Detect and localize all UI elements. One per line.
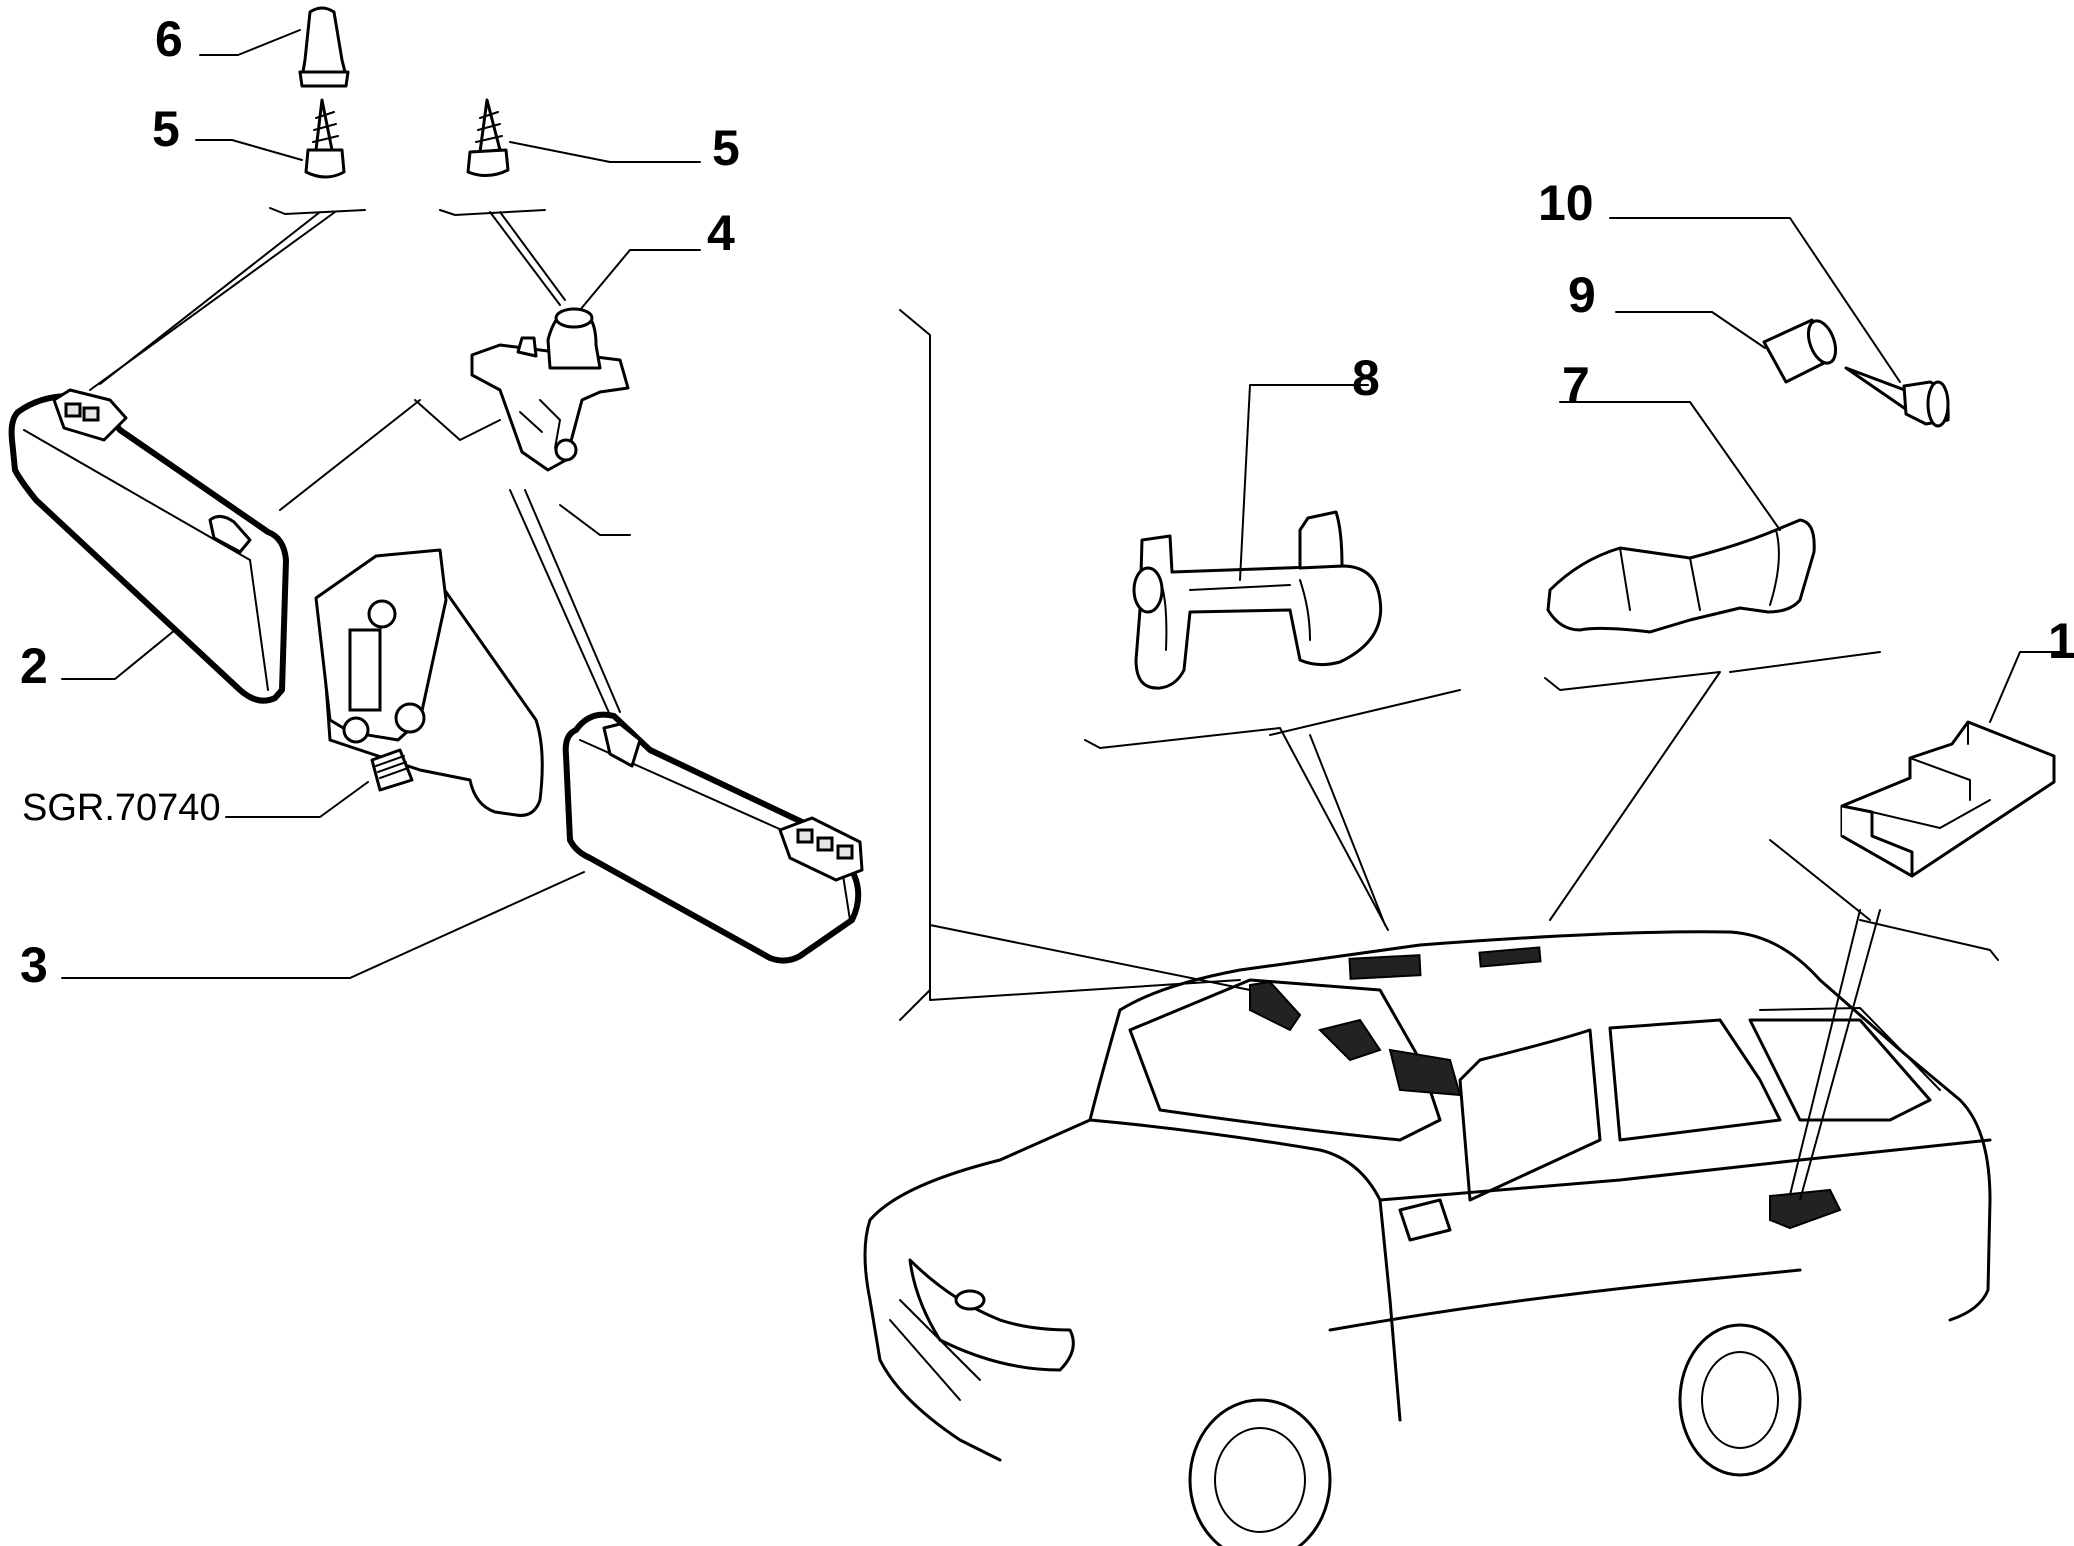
label-6: 6 (155, 11, 183, 67)
rear-view-mirror (314, 548, 544, 817)
car-illustration (863, 930, 1992, 1546)
part-4-bracket (470, 307, 630, 472)
part-6-plug (298, 6, 350, 88)
part-5-screw-right (466, 98, 510, 177)
part-7-grab-handle (1546, 518, 1816, 634)
part-3-sun-visor-right (562, 711, 864, 964)
label-5a: 5 (152, 101, 180, 157)
leader-lines (61, 29, 2061, 1201)
label-1: 1 (2048, 613, 2074, 669)
label-10: 10 (1538, 175, 1594, 231)
part-1-light-unit (1840, 720, 2056, 878)
reference-code: SGR.70740 (22, 787, 221, 829)
label-7: 7 (1562, 357, 1590, 413)
part-2-sun-visor-left (8, 388, 289, 704)
part-10-screw (1844, 366, 1950, 428)
part-8-grab-handle (1132, 510, 1383, 690)
part-5-screw-left (304, 98, 346, 179)
label-4: 4 (707, 205, 735, 261)
label-9: 9 (1568, 267, 1596, 323)
label-5b: 5 (712, 120, 740, 176)
part-9-plug (1762, 318, 1838, 384)
label-2: 2 (20, 638, 48, 694)
label-3: 3 (20, 937, 48, 993)
label-8: 8 (1352, 350, 1380, 406)
callout-labels: 6 5 5 4 2 3 SGR.70740 10 9 8 7 1 (20, 11, 2074, 993)
